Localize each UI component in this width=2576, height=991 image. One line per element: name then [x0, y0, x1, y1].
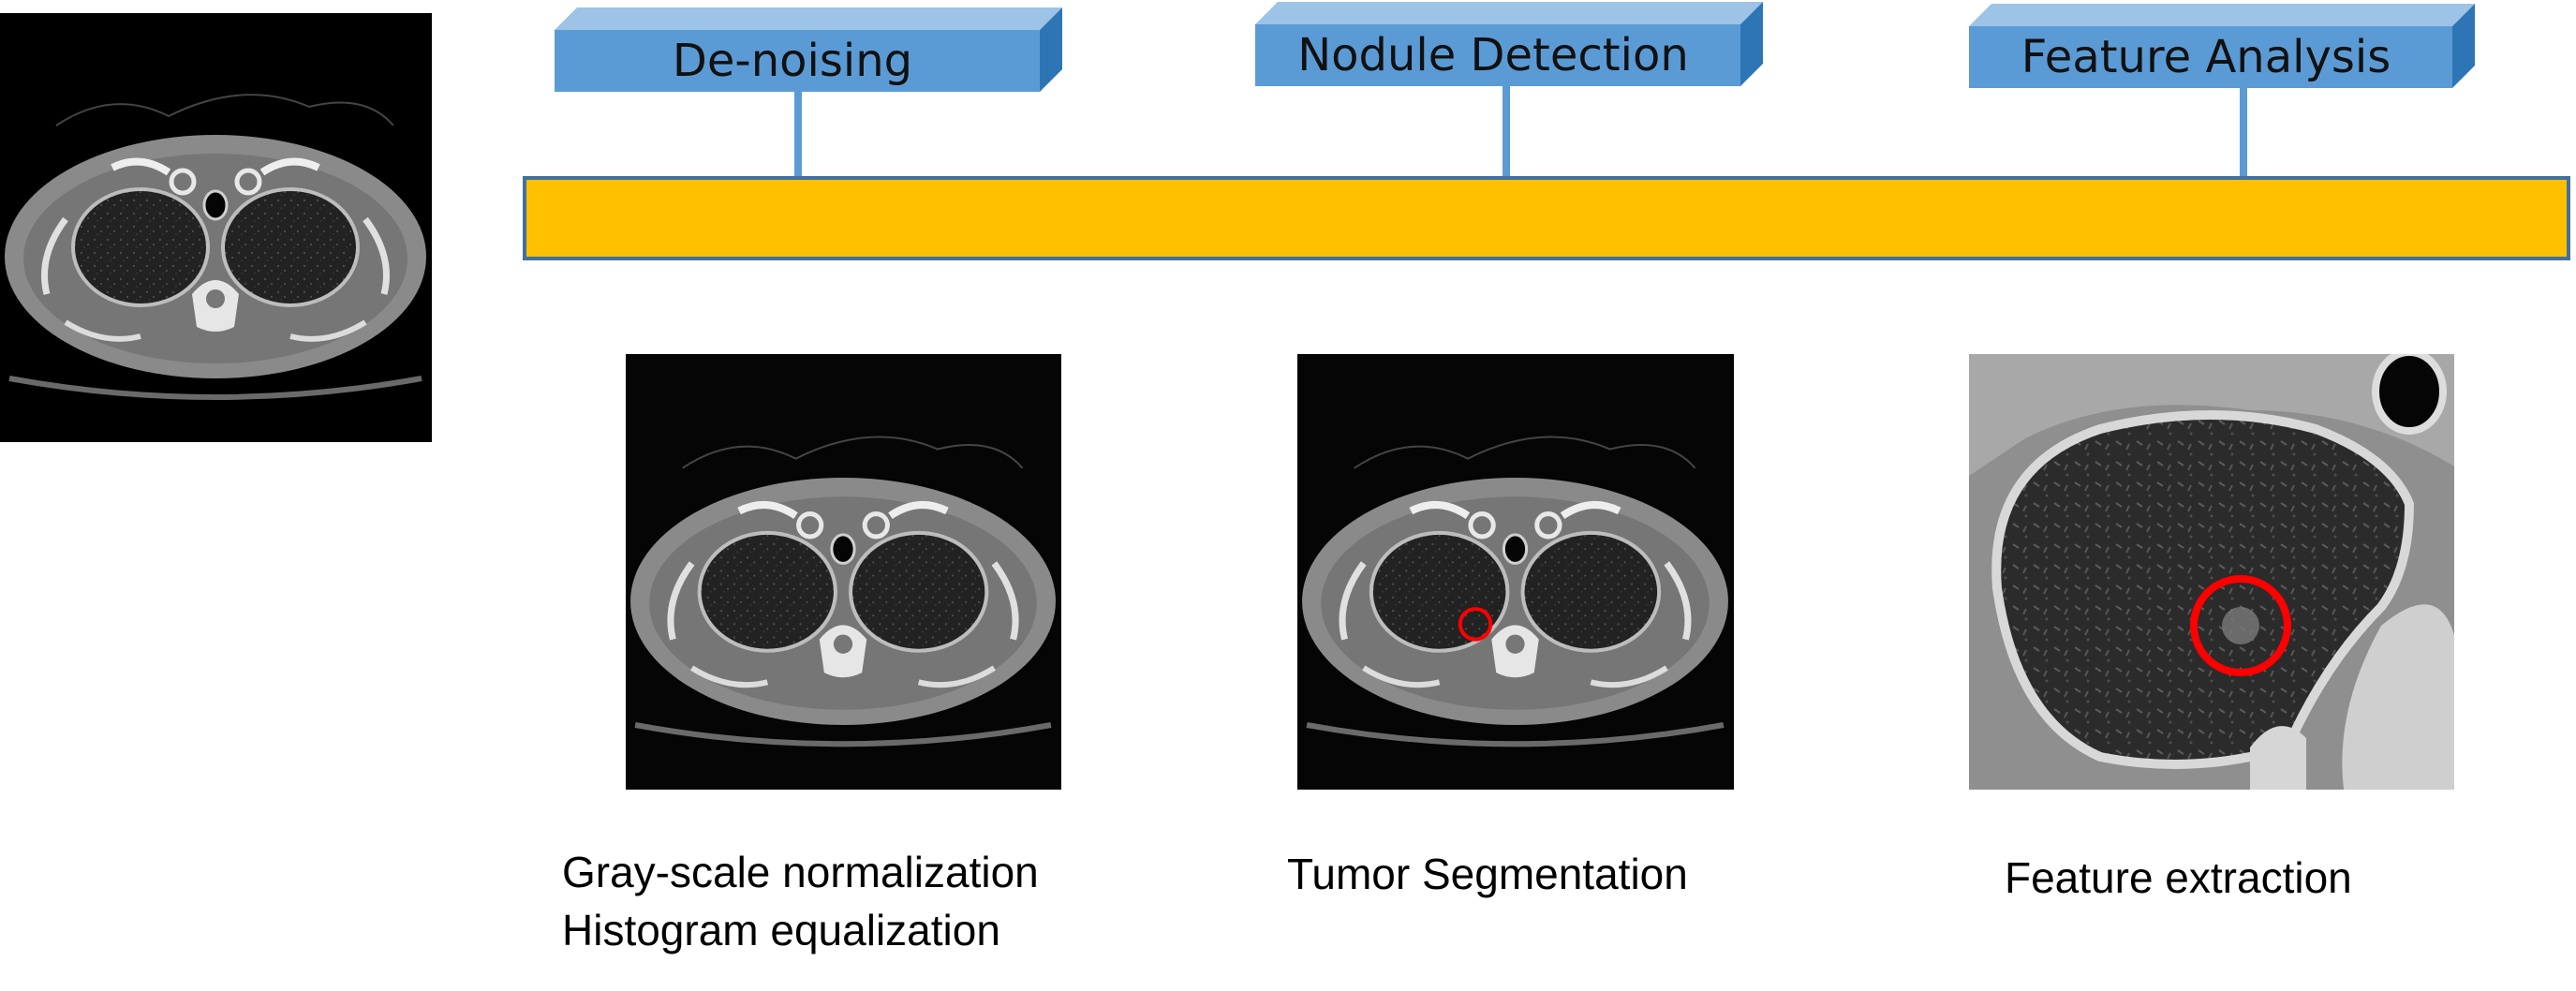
connector-feature-analysis	[2240, 88, 2247, 178]
caption-grayscale-normalization: Gray-scale normalization	[562, 848, 1039, 896]
denoised-ct-scan-image	[626, 354, 1061, 790]
stage-nodule-detection-label: Nodule Detection	[1297, 29, 1689, 81]
caption-denoising: Gray-scale normalization Histogram equal…	[562, 843, 1039, 959]
caption-tumor-segmentation: Tumor Segmentation	[1287, 850, 1688, 898]
zoomed-nodule-image	[1969, 354, 2454, 790]
connector-denoising	[794, 92, 802, 178]
nodule-marker-large	[2190, 575, 2291, 676]
original-ct-scan-image	[0, 13, 432, 442]
stage-denoising-box: De-noising	[555, 7, 1062, 92]
ct-scan-zoomed-nodule-icon	[1969, 354, 2454, 790]
ct-scan-segmented-icon	[1297, 354, 1734, 790]
stage-nodule-detection-box: Nodule Detection	[1255, 2, 1763, 86]
stage-feature-analysis-box: Feature Analysis	[1969, 4, 2475, 88]
stage-feature-analysis-label: Feature Analysis	[2021, 31, 2391, 83]
connector-nodule-detection	[1503, 86, 1510, 178]
nodule-marker-small	[1458, 607, 1493, 642]
ct-scan-denoised-icon	[626, 354, 1061, 790]
caption-feature-extraction: Feature extraction	[2005, 853, 2352, 902]
ct-scan-original-icon	[0, 13, 432, 442]
segmented-ct-scan-image	[1297, 354, 1734, 790]
stage-denoising-label: De-noising	[672, 35, 913, 87]
caption-histogram-equalization: Histogram equalization	[562, 906, 1000, 954]
pipeline-timeline-bar	[523, 176, 2570, 260]
